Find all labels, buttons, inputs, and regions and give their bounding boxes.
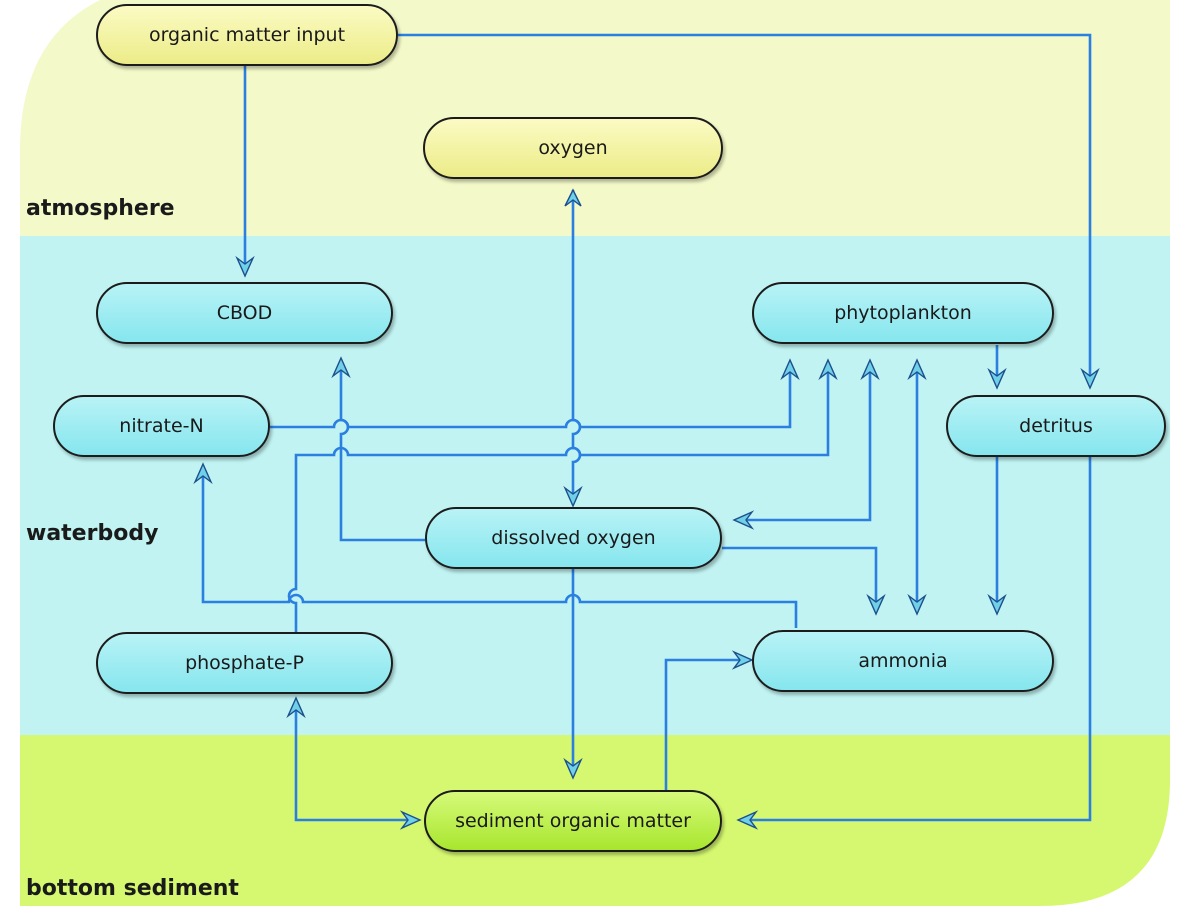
node-cbod: CBOD: [96, 282, 393, 344]
node-ammonia: ammonia: [752, 630, 1054, 692]
node-detritus: detritus: [946, 395, 1166, 457]
node-phosphate-p: phosphate-P: [96, 632, 393, 694]
node-oxygen: oxygen: [423, 117, 723, 179]
node-dissolved-oxygen: dissolved oxygen: [425, 507, 722, 569]
bottom-sediment-label: bottom sediment: [26, 876, 239, 901]
node-sediment-organic-matter: sediment organic matter: [424, 790, 722, 852]
node-nitrate-n: nitrate-N: [53, 395, 270, 457]
waterbody-label: waterbody: [26, 521, 159, 546]
atmosphere-label: atmosphere: [26, 196, 175, 221]
node-phytoplankton: phytoplankton: [752, 282, 1054, 344]
node-organic-matter-input: organic matter input: [96, 4, 398, 66]
